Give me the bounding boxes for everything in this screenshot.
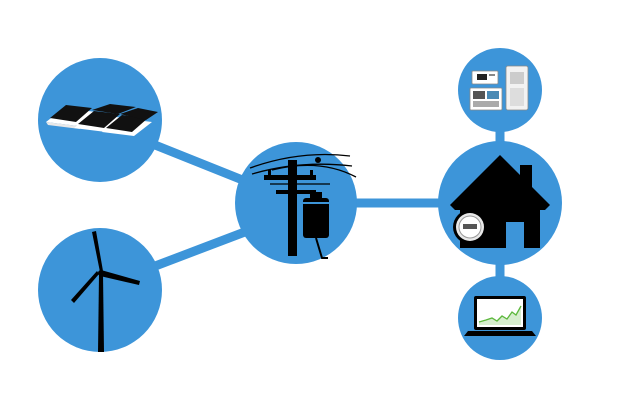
link-solar-grid: [148, 138, 252, 188]
grid-node: [235, 142, 357, 264]
utility-pole-icon: [249, 153, 357, 259]
electric-meter-icon: [453, 210, 487, 244]
solar-node: [38, 58, 162, 182]
home-node: [438, 141, 562, 265]
solar-panels-icon: [46, 104, 158, 136]
wind-node: [38, 228, 162, 352]
smart-home-devices-icon: [469, 65, 529, 111]
devices-node: [458, 48, 542, 132]
wind-turbine-icon: [71, 231, 140, 352]
laptop-energy-chart-icon: [464, 296, 536, 336]
monitor-node: [458, 276, 542, 360]
link-wind-grid: [148, 225, 252, 273]
house-with-meter-icon: [450, 155, 550, 248]
